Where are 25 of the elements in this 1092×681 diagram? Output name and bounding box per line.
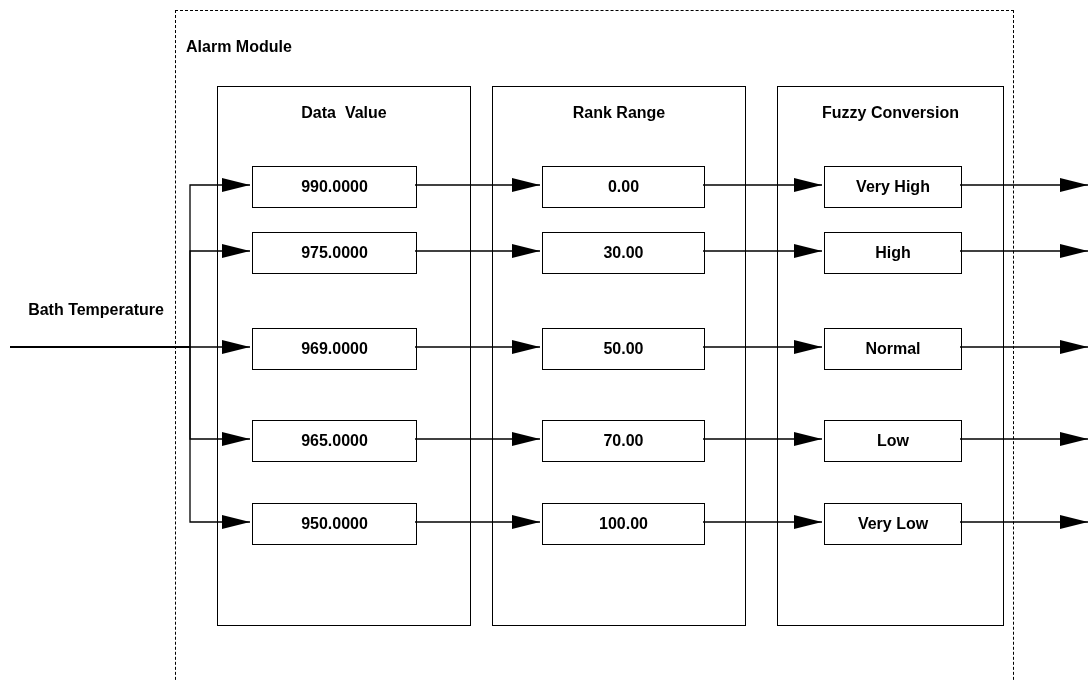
value-box: 965.0000 <box>252 420 417 462</box>
module-frame <box>175 10 1014 681</box>
value-box: Low <box>824 420 962 462</box>
input-label: Bath Temperature <box>27 300 165 320</box>
column-panel <box>217 86 471 626</box>
value-box: 70.00 <box>542 420 705 462</box>
heading: Rank Range <box>572 103 666 123</box>
arrow <box>9 346 251 529</box>
value-box: 50.00 <box>542 328 705 370</box>
heading: Fuzzy Conversion <box>822 103 959 123</box>
value-box: 0.00 <box>542 166 705 208</box>
value-box: 990.0000 <box>252 166 417 208</box>
value-box: 30.00 <box>542 232 705 274</box>
value-box: Normal <box>824 328 962 370</box>
value-box: 950.0000 <box>252 503 417 545</box>
value-box: 969.0000 <box>252 328 417 370</box>
heading: Alarm Module <box>186 38 292 55</box>
value-box: Very High <box>824 166 962 208</box>
value-box: Very Low <box>824 503 962 545</box>
heading: Data Value <box>301 103 387 123</box>
column-panel <box>492 86 746 626</box>
column-panel <box>777 86 1004 626</box>
value-box: 100.00 <box>542 503 705 545</box>
value-box: High <box>824 232 962 274</box>
value-box: 975.0000 <box>252 232 417 274</box>
